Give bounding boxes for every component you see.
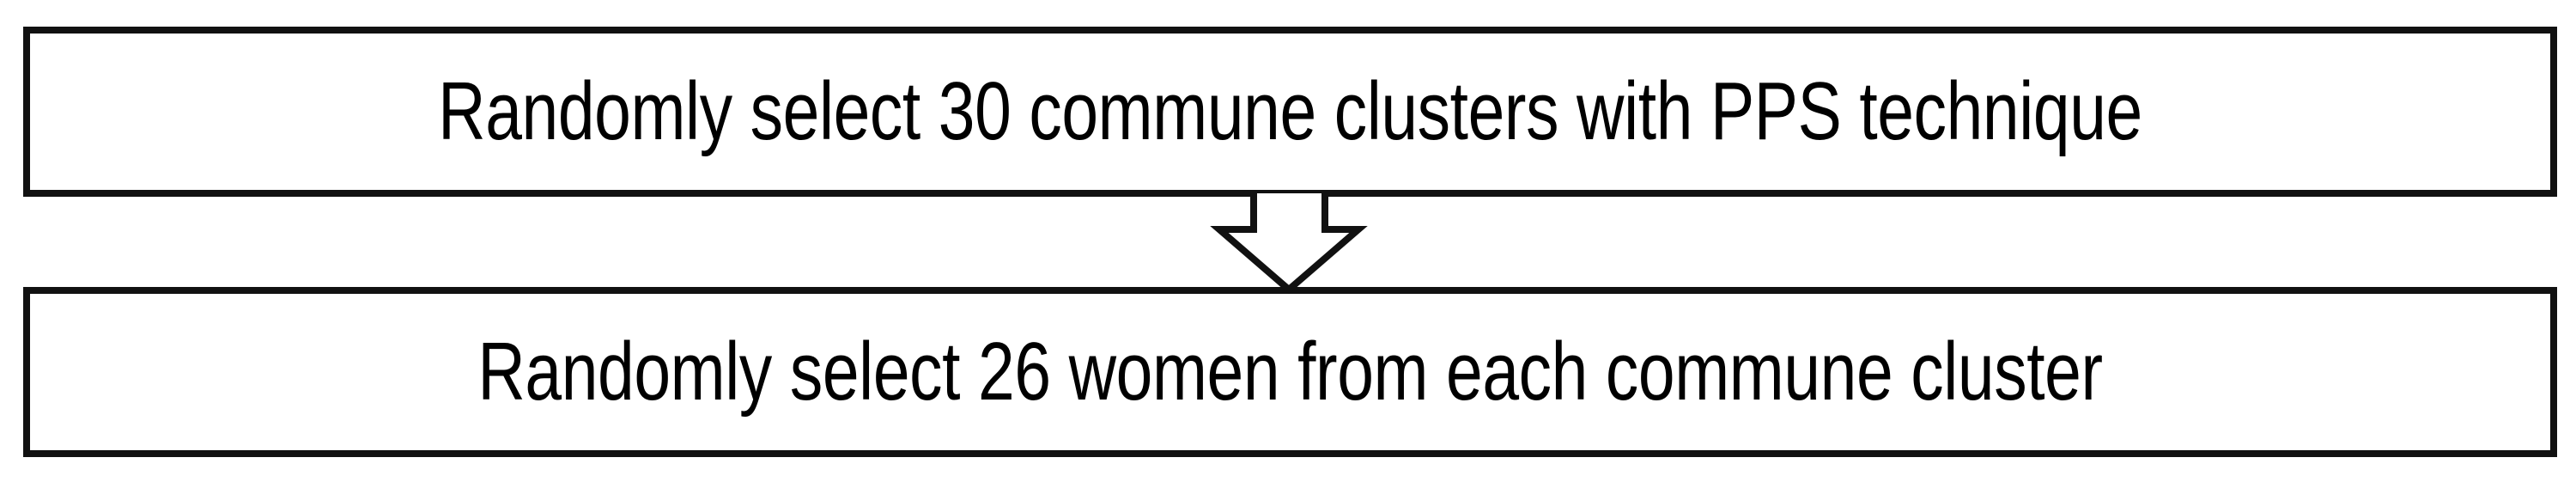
flow-node-step-2-box[interactable] [23, 287, 2557, 457]
flow-node-step-2-label: Randomly select 26 women from each commu… [477, 325, 2103, 418]
flow-node-step-1-label: Randomly select 30 commune clusters with… [438, 64, 2142, 157]
arrow-down-icon [1210, 193, 1368, 295]
flow-node-step-1-box[interactable] [23, 27, 2557, 197]
